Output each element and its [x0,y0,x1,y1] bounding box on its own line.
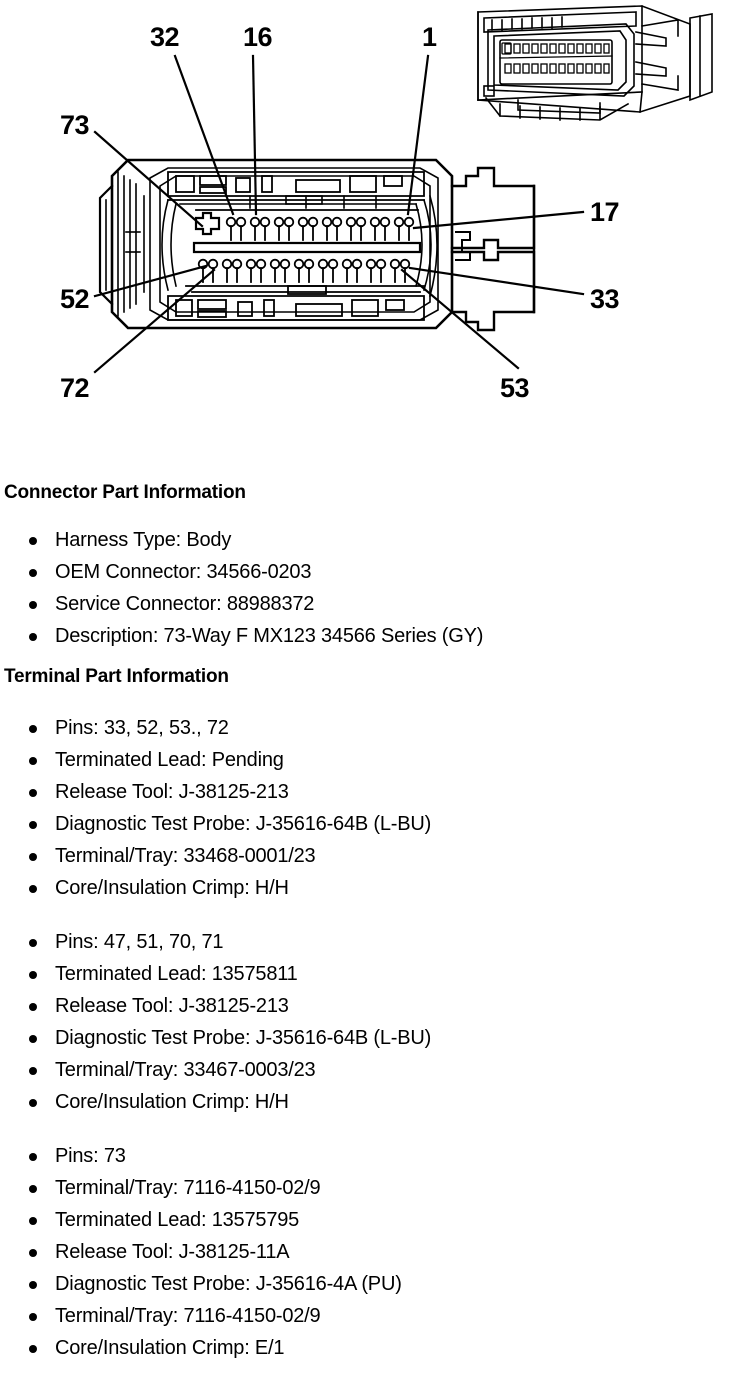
bullet-icon [29,1345,37,1353]
list-item-text: Terminal/Tray: 33468-0001/23 [55,845,316,867]
bullet-icon [29,885,37,893]
callout-label-73: 73 [60,110,90,140]
connector-diagram: 32 16 1 73 17 52 33 72 53 [0,0,736,440]
list-item: Terminal/Tray: 33468-0001/23 [0,840,736,872]
callout-label-16: 16 [243,22,273,52]
bullet-icon [29,789,37,797]
bullet-icon [29,821,37,829]
callout-label-32: 32 [150,22,180,52]
list-item: Release Tool: J-38125-213 [0,776,736,808]
list-item: Release Tool: J-38125-213 [0,990,736,1022]
list-item: Core/Insulation Crimp: E/1 [0,1332,736,1364]
list-item-text: OEM Connector: 34566-0203 [55,561,312,583]
list-item: Service Connector: 88988372 [0,588,736,620]
bullet-icon [29,537,37,545]
callout-label-33: 33 [590,284,620,314]
list-item: Pins: 47, 51, 70, 71 [0,926,736,958]
list-item-text: Terminal/Tray: 33467-0003/23 [55,1059,316,1081]
connector-part-information-heading: Connector Part Information [4,482,246,503]
bullet-icon [29,1249,37,1257]
callout-label-53: 53 [500,373,530,403]
list-item-text: Terminated Lead: Pending [55,749,284,771]
connector-diagram-svg [93,5,713,374]
list-item-text: Service Connector: 88988372 [55,593,315,615]
list-item: Pins: 33, 52, 53., 72 [0,712,736,744]
list-item: Release Tool: J-38125-11A [0,1236,736,1268]
isometric-connector-view [477,5,713,121]
list-item: Pins: 73 [0,1140,736,1172]
list-item-text: Diagnostic Test Probe: J-35616-64B (L-BU… [55,813,432,835]
list-item-text: Terminal/Tray: 7116-4150-02/9 [55,1305,321,1327]
list-item-text: Description: 73-Way F MX123 34566 Series… [55,625,484,647]
list-item: Terminal/Tray: 33467-0003/23 [0,1054,736,1086]
bullet-icon [29,1217,37,1225]
list-item-text: Diagnostic Test Probe: J-35616-4A (PU) [55,1273,402,1295]
bullet-icon [29,853,37,861]
list-item: OEM Connector: 34566-0203 [0,556,736,588]
bullet-icon [29,569,37,577]
bullet-icon [29,1003,37,1011]
callout-label-52: 52 [60,284,90,314]
list-item: Terminal/Tray: 7116-4150-02/9 [0,1300,736,1332]
bullet-icon [29,725,37,733]
bullet-icon [29,1153,37,1161]
terminal-group-1-list: Pins: 33, 52, 53., 72 Terminated Lead: P… [0,712,736,904]
bullet-icon [29,971,37,979]
bullet-icon [29,1281,37,1289]
list-item-text: Terminal/Tray: 7116-4150-02/9 [55,1177,321,1199]
list-item: Diagnostic Test Probe: J-35616-64B (L-BU… [0,1022,736,1054]
list-item: Terminated Lead: 13575811 [0,958,736,990]
connector-part-information-list: Harness Type: Body OEM Connector: 34566-… [0,524,736,652]
bullet-icon [29,1067,37,1075]
terminal-part-information-heading: Terminal Part Information [4,666,229,687]
list-item-text: Terminated Lead: 13575811 [55,963,298,985]
list-item-text: Harness Type: Body [55,529,232,551]
bullet-icon [29,1185,37,1193]
list-item-text: Pins: 47, 51, 70, 71 [55,931,224,953]
list-item: Terminated Lead: Pending [0,744,736,776]
bullet-icon [29,633,37,641]
list-item-text: Release Tool: J-38125-213 [55,781,289,803]
bottom-cavity-row [197,258,411,283]
list-item-text: Core/Insulation Crimp: H/H [55,877,289,899]
list-item-text: Core/Insulation Crimp: H/H [55,1091,289,1113]
mounting-bracket [450,166,536,332]
connector-face-view [98,158,536,332]
bullet-icon [29,757,37,765]
bullet-icon [29,601,37,609]
callout-label-72: 72 [60,373,90,403]
list-item-text: Release Tool: J-38125-213 [55,995,289,1017]
list-item-text: Diagnostic Test Probe: J-35616-64B (L-BU… [55,1027,432,1049]
list-item: Diagnostic Test Probe: J-35616-4A (PU) [0,1268,736,1300]
list-item-text: Terminated Lead: 13575795 [55,1209,300,1231]
callout-label-17: 17 [590,197,620,227]
bullet-icon [29,1313,37,1321]
list-item-text: Pins: 33, 52, 53., 72 [55,717,229,739]
bullet-icon [29,939,37,947]
cavity-73 [194,211,221,236]
list-item: Harness Type: Body [0,524,736,556]
terminal-group-3-list: Pins: 73 Terminal/Tray: 7116-4150-02/9 T… [0,1140,736,1364]
list-item: Diagnostic Test Probe: J-35616-64B (L-BU… [0,808,736,840]
top-cavity-row [225,216,415,241]
bullet-icon [29,1035,37,1043]
list-item: Description: 73-Way F MX123 34566 Series… [0,620,736,652]
list-item: Terminal/Tray: 7116-4150-02/9 [0,1172,736,1204]
list-item-text: Release Tool: J-38125-11A [55,1241,290,1263]
part-information-body: Connector Part Information Harness Type:… [0,440,736,1364]
list-item: Core/Insulation Crimp: H/H [0,872,736,904]
list-item-text: Pins: 73 [55,1145,126,1167]
list-item: Core/Insulation Crimp: H/H [0,1086,736,1118]
callout-leader-lines [93,54,585,374]
callout-label-1: 1 [422,22,437,52]
terminal-group-2-list: Pins: 47, 51, 70, 71 Terminated Lead: 13… [0,926,736,1118]
list-item: Terminated Lead: 13575795 [0,1204,736,1236]
list-item-text: Core/Insulation Crimp: E/1 [55,1337,285,1359]
bullet-icon [29,1099,37,1107]
